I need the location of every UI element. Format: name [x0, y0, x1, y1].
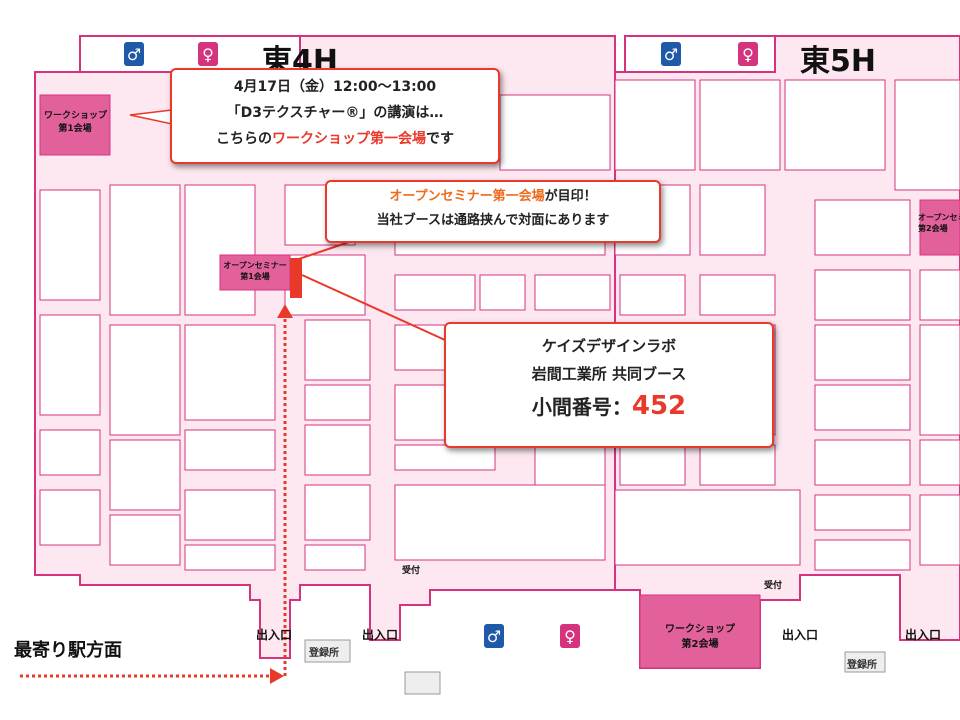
station-direction-label: 最寄り駅方面: [14, 640, 122, 661]
callout-workshop-line3: こちらのワークショップ第一会場です: [216, 131, 454, 147]
registration-label: 登録所: [847, 660, 877, 671]
booth-number: 452: [631, 391, 687, 421]
workshop1-block: [39, 94, 111, 156]
entrance-label: 出入口: [362, 628, 399, 642]
reception-label: 受付: [402, 566, 421, 576]
callout-seminar-landmark: オープンセミナー第一会場が目印！ 当社ブースは通路挟んで対面にあります: [325, 180, 661, 243]
workshop2-label: ワークショップ 第2会場: [665, 624, 735, 650]
hall-title-east5: 東5H: [800, 44, 876, 79]
callout-seminar-line1: オープンセミナー第一会場が目印！: [389, 189, 597, 204]
registration-label: 登録所: [309, 648, 339, 659]
workshop1-label: ワークショップ 第1会場: [44, 111, 108, 134]
callout-workshop-lecture: 4月17日（金）12:00〜13:00 「D3テクスチャー®」の講演は… こちら…: [170, 68, 500, 164]
restroom-male-icon: ♂: [124, 42, 144, 66]
seminar1-block: [219, 254, 291, 291]
reception-label: 受付: [764, 581, 783, 591]
entrance-label: 出入口: [905, 628, 942, 642]
seminar1-label: オープンセミナー 第1会場: [223, 261, 287, 281]
booth-partner: 岩間工業所 共同ブース: [531, 365, 687, 383]
entrance-label: 出入口: [256, 628, 293, 642]
workshop2-block: [639, 594, 761, 669]
entrance-label: 出入口: [782, 628, 819, 642]
restroom-male-icon: ♂: [484, 624, 504, 648]
restroom-female-icon: ♀: [738, 42, 758, 66]
booth-number-row: 小間番号：452: [531, 391, 687, 421]
callout-workshop-line1: 4月17日（金）12:00〜13:00: [233, 79, 437, 95]
callout-seminar-line2: 当社ブースは通路挟んで対面にあります: [376, 213, 610, 228]
callout-booth-info: ケイズデザインラボ 岩間工業所 共同ブース 小間番号：452: [444, 322, 774, 448]
booth-company: ケイズデザインラボ: [541, 337, 677, 355]
restroom-female-icon: ♀: [198, 42, 218, 66]
restroom-female-icon: ♀: [560, 624, 580, 648]
restroom-male-icon: ♂: [661, 42, 681, 66]
callout-workshop-line2: 「D3テクスチャー®」の講演は…: [226, 105, 444, 121]
seminar2-label: オープンセミ 第2会場: [918, 213, 960, 233]
target-booth-452: [290, 258, 302, 298]
seminar2-block: [919, 199, 960, 256]
